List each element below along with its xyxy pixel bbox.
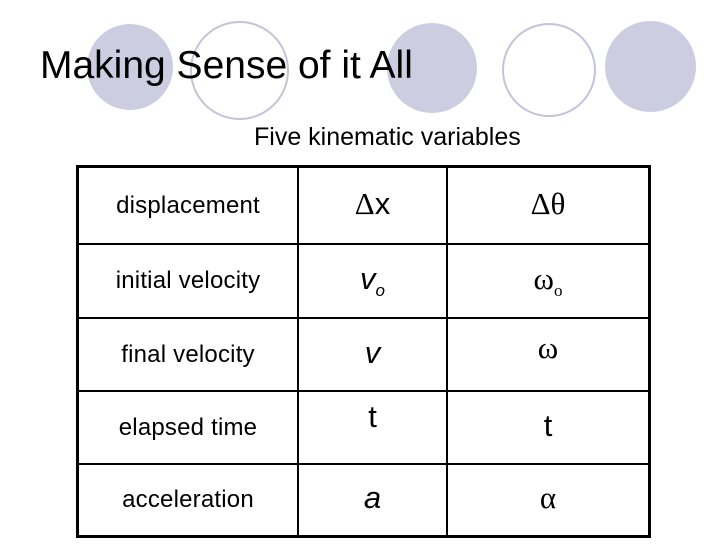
slide-subtitle: Five kinematic variables (254, 123, 521, 151)
symbol-greek: ω (537, 329, 559, 365)
kinematic-variables-table: displacement Δx Δθ initial velocity vo ω… (76, 165, 651, 538)
cell-displacement-angular: Δθ (448, 168, 648, 245)
cell-final-velocity-linear: v (299, 319, 448, 392)
symbol-latin: t (543, 407, 553, 443)
cell-elapsed-time-label: elapsed time (79, 392, 299, 465)
symbol-latin: t (368, 398, 377, 434)
decor-circle-filled (387, 23, 477, 113)
cell-elapsed-time-linear: t (299, 392, 448, 465)
symbol-greek: Δθ (530, 185, 566, 221)
cell-displacement-label: displacement (79, 168, 299, 245)
cell-acceleration-label: acceleration (79, 465, 299, 535)
symbol-subscript: o (375, 281, 385, 300)
symbol-subscript: o (553, 281, 563, 300)
decor-circle-outlined (502, 23, 596, 117)
symbol-latin: a (363, 480, 382, 515)
decor-circle-filled (87, 24, 173, 110)
symbol-greek: ω (533, 261, 554, 296)
decor-circle-filled (605, 21, 696, 112)
symbol-latin: x (374, 185, 391, 221)
decor-circle-outlined (190, 21, 289, 120)
cell-initial-velocity-angular: ωo (448, 245, 648, 319)
symbol-latin: v (360, 261, 376, 296)
symbol-greek: α (539, 480, 557, 515)
symbol-greek: Δ (354, 185, 375, 221)
cell-initial-velocity-linear: vo (299, 245, 448, 319)
cell-initial-velocity-label: initial velocity (79, 245, 299, 319)
symbol-latin: v (364, 334, 381, 370)
cell-acceleration-angular: α (448, 465, 648, 535)
cell-displacement-linear: Δx (299, 168, 448, 245)
cell-elapsed-time-angular: t (448, 392, 648, 465)
cell-final-velocity-label: final velocity (79, 319, 299, 392)
cell-final-velocity-angular: ω (448, 319, 648, 392)
cell-acceleration-linear: a (299, 465, 448, 535)
slide-title: Making Sense of it All (40, 44, 413, 87)
